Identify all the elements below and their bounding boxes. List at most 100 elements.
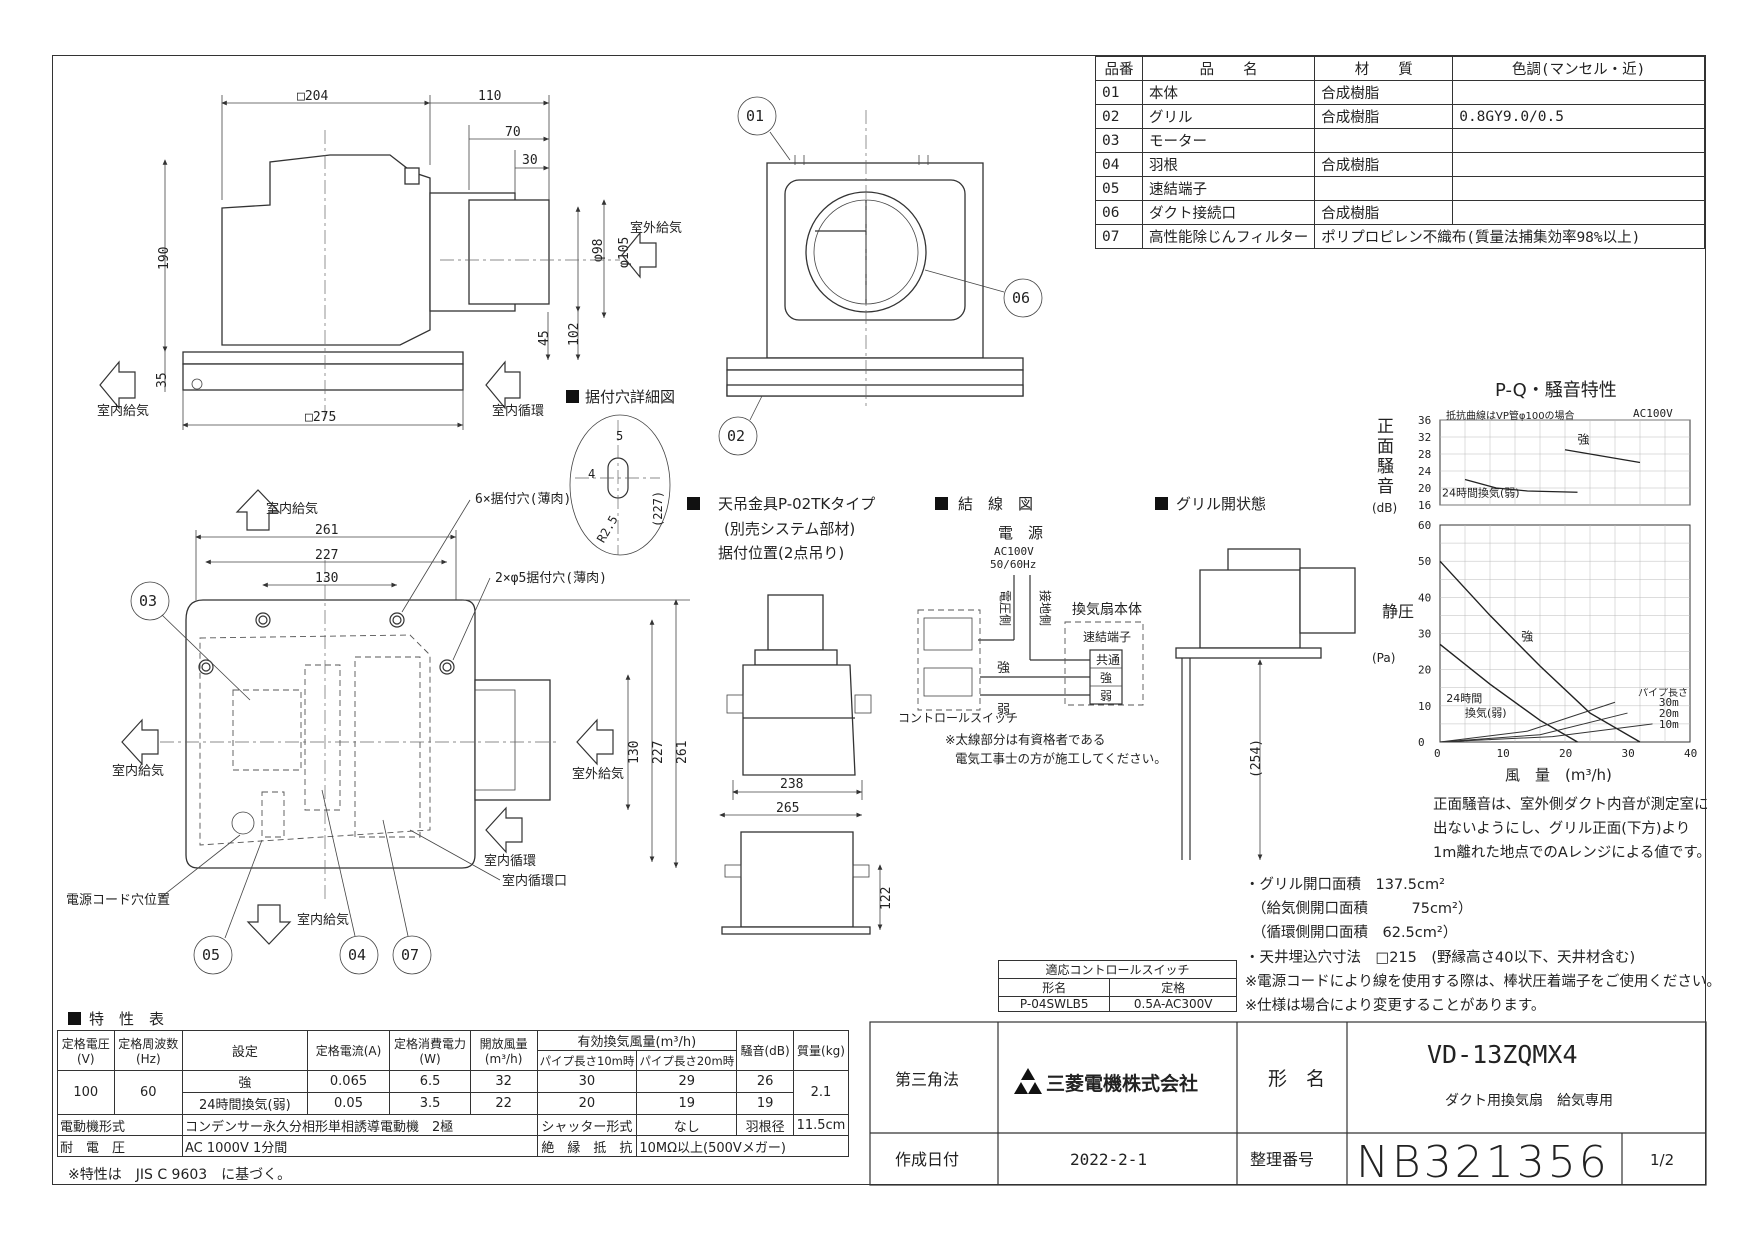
spec-heading-marker: [68, 1012, 81, 1025]
noise-tick-label: 24: [1418, 465, 1432, 478]
part-material: 合成樹脂: [1314, 152, 1454, 177]
noise-label-24h: 24時間換気(弱): [1442, 486, 1520, 500]
note-supply-area: （給気側開口面積 75cm²）: [1252, 901, 1473, 917]
date-label: 作成日付: [895, 1150, 959, 1169]
spec-setting: 24時間換気(弱): [182, 1092, 308, 1115]
grille-open-view: グリル開状態 (254): [1155, 495, 1356, 860]
spec-open: 32: [469, 1070, 538, 1093]
page-number: 1/2: [1650, 1151, 1674, 1169]
detail-dim-4: 4: [588, 467, 595, 481]
switch-model: P-04SWLB5: [997, 996, 1111, 1012]
spec-p20: 29: [636, 1070, 738, 1093]
spec-h-freq: 定格周波数(Hz): [113, 1030, 184, 1071]
indoor-supply-arrow: [99, 360, 136, 410]
plan-left-arrow: [121, 718, 159, 766]
pressure-tick-label: 10: [1418, 700, 1431, 713]
part-name: モーター: [1141, 128, 1316, 153]
spec-h-mass: 質量(kg): [792, 1030, 850, 1071]
x-tick-label: 40: [1684, 747, 1697, 760]
bracket-title: 天吊金具P-02TKタイプ: [718, 495, 875, 513]
pressure-label: 静圧: [1382, 602, 1414, 621]
noise-label-1: 正: [1377, 417, 1394, 437]
spec-table: 定格電圧(V) 定格周波数(Hz) 設定 定格電流(A) 定格消費電力(W) 開…: [57, 1030, 850, 1157]
callout-04: 04: [348, 946, 366, 964]
pq-chart: P-Q・騒音特性 抵抗曲線はVP管φ100の場合 AC100V 正 面 騒 音 …: [1372, 380, 1697, 784]
plan-dim-227-right: 227: [651, 741, 666, 764]
wiring-weak: 弱: [997, 703, 1010, 718]
part-no: 01: [1095, 80, 1143, 105]
part-name: 速結端子: [1141, 176, 1316, 201]
note-cord: ※電源コードにより線を使用する際は、棒状圧着端子をご使用ください。: [1245, 974, 1721, 990]
dim-35: 35: [155, 372, 170, 388]
terminal-strong: 強: [1100, 671, 1112, 685]
date-value: 2022-2-1: [1070, 1150, 1147, 1169]
plan-label-cord-hole: 電源コード穴位置: [66, 893, 170, 908]
switch-header-model: 形名: [997, 978, 1111, 997]
bracket-dim-122: 122: [879, 887, 894, 910]
part-no: 07: [1095, 224, 1143, 249]
chart-title: P-Q・騒音特性: [1495, 380, 1617, 401]
spec-blade: 11.5cm: [792, 1114, 850, 1136]
noise-tick-label: 36: [1418, 414, 1431, 427]
bracket-dim-265: 265: [776, 801, 799, 816]
wiring-ac: AC100V: [994, 545, 1034, 558]
detail-dim-227: (227): [651, 491, 665, 527]
title-block: 第三角法 三菱電機株式会社 形 名 VD-13ZQMX4 ダクト用換気扇 給気専…: [869, 1021, 1707, 1188]
noise-note-3: 1m離れた地点でのAレンジによる値です。: [1433, 845, 1711, 861]
table-row: 24時間換気(弱) 0.05 3.5 22 20 19 19: [58, 1092, 849, 1115]
terminal-common: 共通: [1096, 653, 1120, 667]
resistance-label: 30m: [1659, 696, 1679, 709]
detail-dim-5: 5: [616, 429, 623, 443]
plan-up-arrow: [235, 489, 281, 531]
spec-noise: 26: [736, 1070, 794, 1093]
wiring-switch: コントロールスイッチ: [898, 711, 1018, 725]
parts-header-color: 色調(マンセル・近): [1452, 56, 1705, 81]
terminal-weak: 弱: [1100, 689, 1112, 703]
model-number: VD-13ZQMX4: [1427, 1040, 1578, 1069]
pressure-tick-label: 0: [1418, 736, 1425, 749]
dim-275: □275: [305, 410, 336, 425]
callout-06: 06: [1012, 289, 1030, 307]
bracket-sub1: (別売システム部材): [724, 520, 855, 538]
bracket-dim-238: 238: [780, 777, 803, 792]
spec-insulation: 10MΩ以上(500Vメガー): [636, 1135, 849, 1157]
resistance-label: 20m: [1659, 707, 1679, 720]
spec-motor-label: 電動機形式: [57, 1114, 183, 1136]
pressure-label-24h-a: 24時間: [1446, 692, 1482, 705]
model-label: 形 名: [1268, 1068, 1325, 1090]
spec-power: 3.5: [389, 1092, 471, 1115]
spec-h-setting: 設定: [182, 1030, 308, 1071]
part-no: 02: [1095, 104, 1143, 129]
part-name: 本体: [1141, 80, 1316, 105]
noise-unit: (dB): [1372, 501, 1397, 515]
note-grille-area: ・グリル開口面積 137.5cm²: [1245, 877, 1445, 893]
pressure-unit: (Pa): [1372, 651, 1395, 665]
spec-shutter: なし: [636, 1114, 738, 1136]
grille-open-title: グリル開状態: [1176, 495, 1266, 513]
part-color: [1452, 128, 1705, 153]
callout-05: 05: [202, 946, 220, 964]
note-return-area: （循環側開口面積 62.5cm²）: [1252, 925, 1458, 941]
chart-voltage: AC100V: [1633, 407, 1673, 420]
part-material: 合成樹脂: [1314, 200, 1454, 225]
pressure-tick-label: 40: [1418, 591, 1431, 604]
indoor-return-arrow: [485, 360, 521, 410]
spec-h-voltage: 定格電圧(V): [57, 1030, 115, 1071]
chart-note: 抵抗曲線はVP管φ100の場合: [1446, 409, 1575, 422]
spec-h-current: 定格電流(A): [306, 1030, 391, 1071]
part-name: グリル: [1141, 104, 1316, 129]
dim-204: □204: [297, 89, 328, 104]
note-ceiling: ・天井埋込穴寸法 □215 (野縁高さ40以下、天井材含む): [1245, 950, 1636, 966]
dim-190: 190: [157, 247, 172, 270]
plan-dim-130-right: 130: [627, 741, 642, 764]
table-row: 100 60 強 0.065 6.5 32 30 29 26 2.1: [57, 1070, 850, 1115]
pressure-tick-label: 60: [1418, 519, 1431, 532]
plan-down-arrow: [246, 904, 292, 945]
pressure-series-line: [1439, 560, 1641, 743]
spec-p10: 20: [536, 1092, 638, 1115]
label-indoor-return: 室内循環: [492, 403, 544, 419]
label-indoor-supply: 室内給気: [97, 403, 149, 419]
